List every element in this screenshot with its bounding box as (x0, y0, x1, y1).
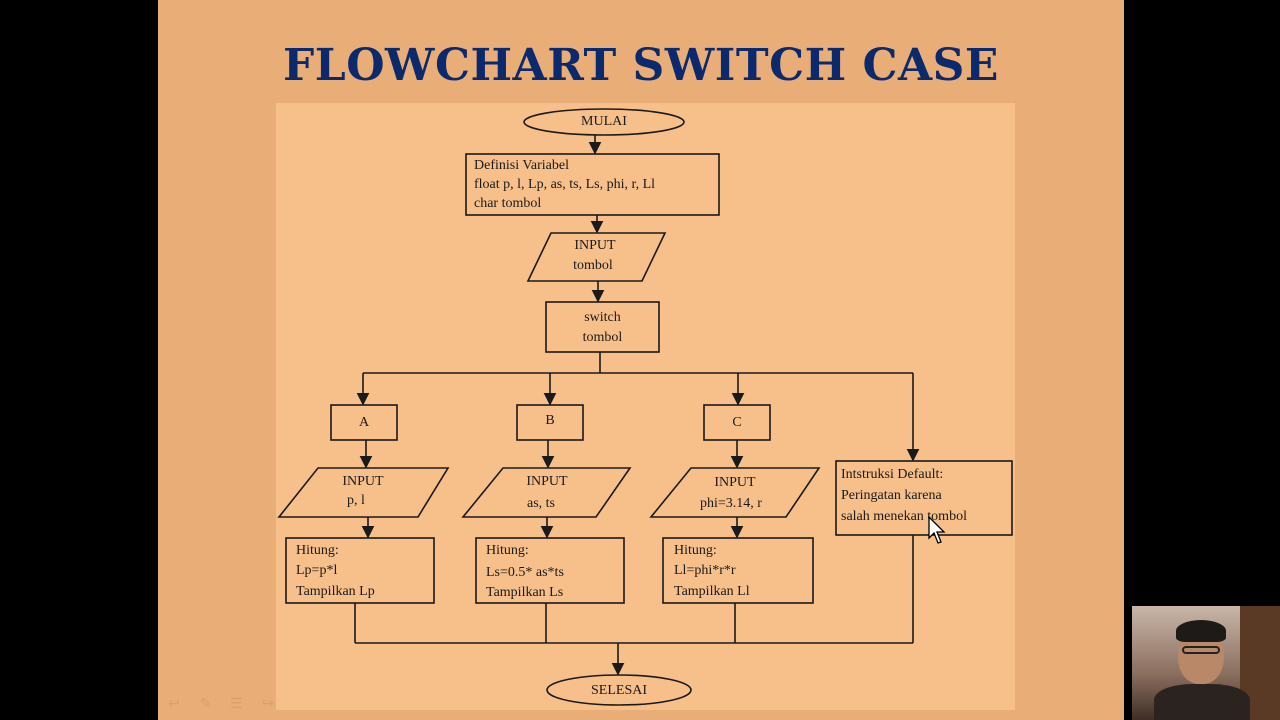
input-tombol-line-1: INPUT (574, 238, 616, 253)
case-c-input-parallelogram (649, 467, 821, 518)
case-a-input-parallelogram (277, 467, 450, 518)
case-c-process-line-3: Tampilkan Ll (674, 584, 750, 599)
case-b-process-line-1: Hitung: (486, 543, 529, 558)
start-label: MULAI (581, 114, 627, 129)
end-label: SELESAI (591, 683, 647, 698)
case-b-input-line-1: INPUT (526, 474, 568, 489)
case-a-input-line-2: p, l (347, 493, 365, 508)
webcam-presenter-hair (1176, 620, 1226, 642)
case-c-label: C (732, 415, 742, 430)
default-line-1: Intstruksi Default: (841, 467, 944, 482)
case-b-input-parallelogram (461, 467, 632, 518)
case-b-process-line-2: Ls=0.5* as*ts (486, 565, 564, 580)
input-tombol-line-2: tombol (573, 258, 613, 273)
mouse-cursor-icon (928, 516, 946, 544)
case-a-process-box (285, 537, 435, 604)
switch-line-1: switch (584, 310, 621, 325)
case-c-input-line-2: phi=3.14, r (700, 496, 762, 511)
default-box (835, 460, 1013, 536)
slide-title: FLOWCHART SWITCH CASE (283, 40, 999, 91)
default-line-3: salah menekan tombol (841, 509, 967, 524)
definition-line-2: float p, l, Lp, as, ts, Ls, phi, r, Ll (474, 177, 656, 192)
definition-line-1: Definisi Variabel (474, 158, 569, 173)
case-a-process-line-3: Tampilkan Lp (296, 584, 375, 599)
case-a-input-line-1: INPUT (342, 474, 384, 489)
forward-icon[interactable]: ↪ (262, 696, 274, 712)
webcam-presenter-glasses (1182, 646, 1220, 654)
flowchart-svg (277, 108, 1013, 706)
input-tombol-parallelogram (526, 232, 667, 282)
default-line-2: Peringatan karena (841, 488, 942, 503)
start-terminator (523, 108, 685, 136)
case-b-label: B (545, 413, 555, 428)
switch-line-2: tombol (582, 330, 623, 345)
flowchart-diagram: MULAI Definisi Variabel float p, l, Lp, … (276, 103, 1015, 710)
definition-line-3: char tombol (474, 196, 542, 211)
case-a-process-line-1: Hitung: (296, 543, 339, 558)
pen-icon[interactable]: ✎ (200, 696, 212, 712)
case-c-process-line-2: Ll=phi*r*r (674, 563, 736, 578)
case-b-process-line-3: Tampilkan Ls (486, 585, 564, 600)
case-a-label: A (358, 415, 370, 430)
case-c-input-line-1: INPUT (714, 475, 756, 490)
webcam-presenter-body (1154, 684, 1250, 720)
back-icon[interactable]: ↩ (168, 696, 180, 712)
case-c-process-line-1: Hitung: (674, 543, 717, 558)
case-a-process-line-2: Lp=p*l (296, 563, 338, 578)
webcam-overlay (1132, 606, 1280, 720)
menu-icon[interactable]: ☰ (230, 696, 243, 712)
case-b-input-line-2: as, ts (527, 496, 555, 511)
